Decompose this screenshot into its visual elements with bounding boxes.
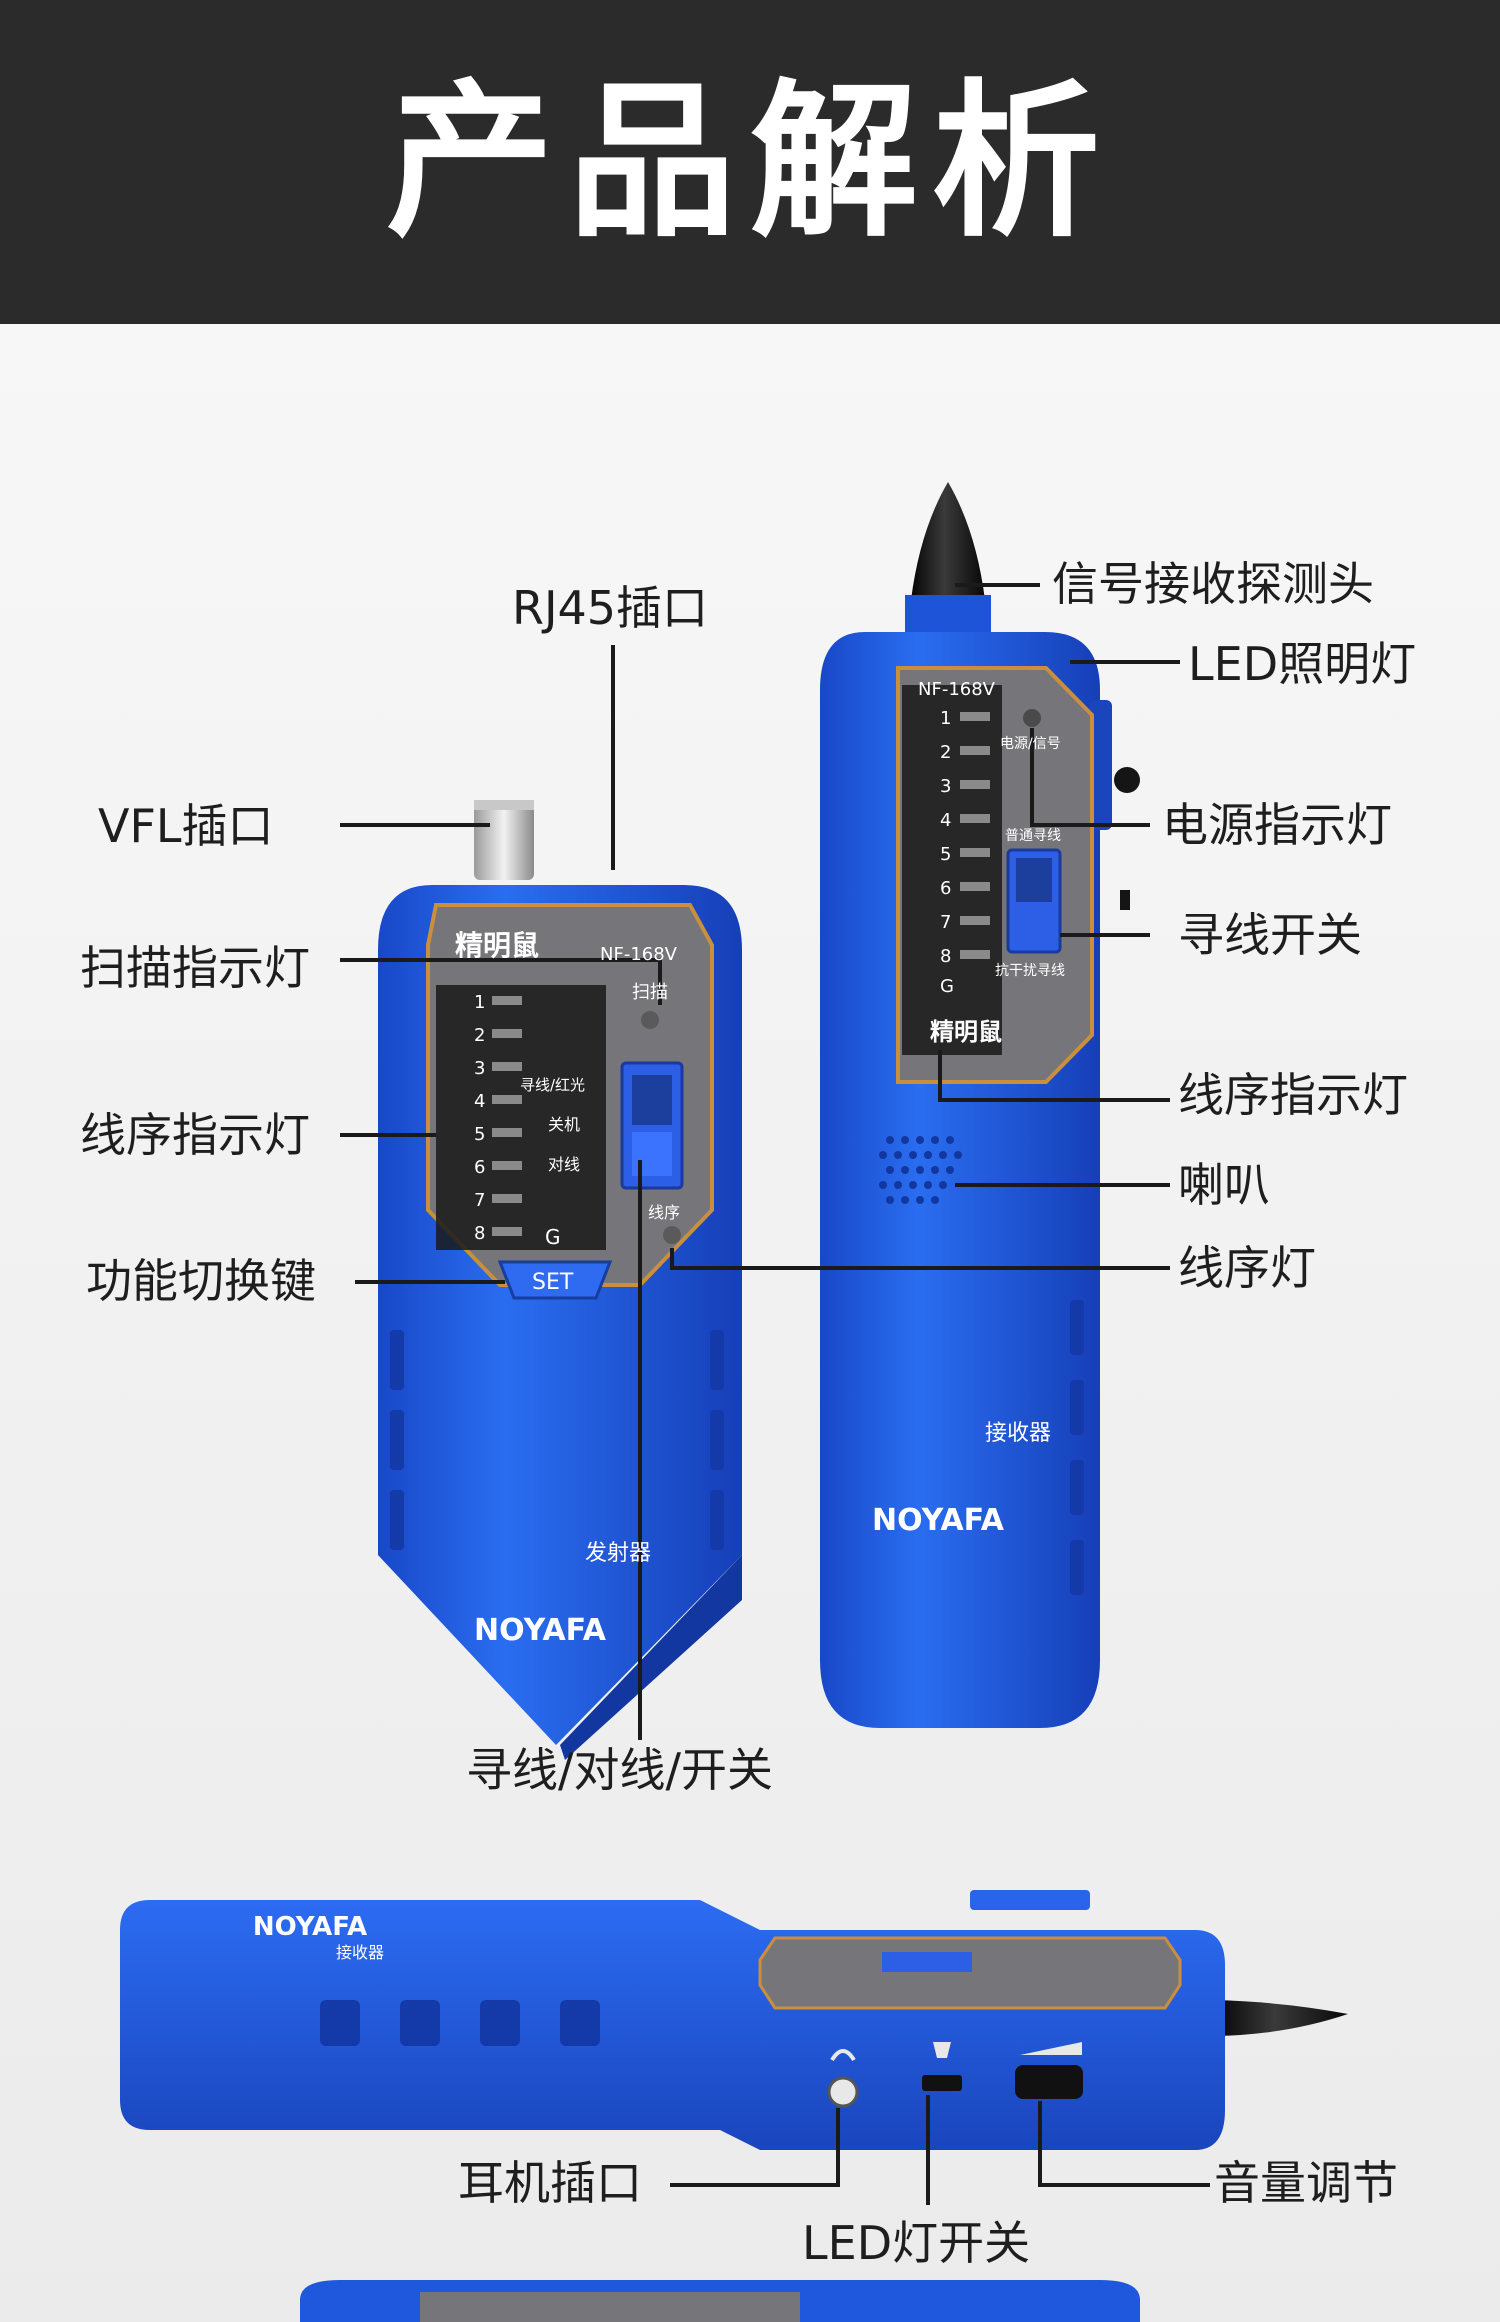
label-earphone-jack: 耳机插口 bbox=[458, 2156, 642, 2210]
receiver-pin-label: 7 bbox=[940, 912, 951, 933]
callout-lines bbox=[340, 583, 1210, 2205]
transmitter-switch-bottom-label: 对线 bbox=[548, 1155, 580, 1174]
header-banner: 产品解析 bbox=[0, 0, 1500, 324]
label-volume-control: 音量调节 bbox=[1214, 2156, 1398, 2210]
transmitter-pin-label: 5 bbox=[474, 1124, 485, 1145]
transmitter-pin-label: 1 bbox=[474, 992, 485, 1013]
label-speaker: 喇叭 bbox=[1178, 1158, 1270, 1212]
label-wire-order-lamp: 线序灯 bbox=[1178, 1241, 1316, 1295]
transmitter-grip-ribs bbox=[390, 1330, 724, 1550]
volume-wedge-icon bbox=[1020, 2042, 1082, 2055]
receiver-normal-trace-label: 普通寻线 bbox=[1005, 828, 1061, 844]
side-probe bbox=[1215, 2000, 1348, 2036]
transmitter-pin-label: 4 bbox=[474, 1091, 485, 1112]
flashlight-icon bbox=[933, 2042, 951, 2058]
receiver-power-signal-label: 电源/信号 bbox=[1000, 736, 1061, 752]
transmitter-type: 发射器 bbox=[585, 1541, 651, 1566]
transmitter-pin-label: 2 bbox=[474, 1025, 485, 1046]
transmitter-pin-leds bbox=[492, 996, 522, 1236]
label-signal-probe: 信号接收探测头 bbox=[1052, 557, 1374, 611]
scan-led-dot bbox=[641, 1011, 659, 1029]
label-power-indicator: 电源指示灯 bbox=[1162, 798, 1392, 852]
receiver-pin-label: 6 bbox=[940, 878, 951, 899]
label-scan-indicator: 扫描指示灯 bbox=[80, 941, 310, 995]
receiver-type: 接收器 bbox=[985, 1421, 1051, 1446]
transmitter-pin-label: 8 bbox=[474, 1223, 485, 1244]
receiver-pin-label: 4 bbox=[940, 810, 951, 831]
transmitter-switch-top-label: 寻线/红光 bbox=[520, 1076, 585, 1094]
transmitter-pin-label: 7 bbox=[474, 1190, 485, 1211]
bottom-partial-device bbox=[300, 2280, 1140, 2322]
transmitter-scan-label: 扫描 bbox=[632, 982, 668, 1003]
side-type: 接收器 bbox=[336, 1943, 384, 1962]
receiver-pin-label: 1 bbox=[940, 708, 951, 729]
side-brand: NOYAFA bbox=[253, 1912, 367, 1942]
transmitter-ground-label: G bbox=[545, 1225, 561, 1249]
receiver-led-window bbox=[902, 685, 1002, 1055]
page-title: 产品解析 bbox=[386, 64, 1114, 260]
label-function-key: 功能切换键 bbox=[86, 1254, 316, 1308]
receiver-pin-label: 5 bbox=[940, 844, 951, 865]
probe-tip bbox=[911, 482, 985, 600]
set-button bbox=[497, 1260, 613, 1300]
receiver-model: NF-168V bbox=[918, 679, 996, 700]
label-rj45-port: RJ45插口 bbox=[512, 581, 709, 635]
transmitter-led-window bbox=[436, 985, 606, 1250]
side-grip-ribs bbox=[320, 2000, 600, 2046]
label-wire-order-indicator-left: 线序指示灯 bbox=[80, 1108, 310, 1162]
label-trace-switch: 寻线开关 bbox=[1178, 908, 1362, 962]
transmitter-pin-label: 6 bbox=[474, 1157, 485, 1178]
receiver-pin-label: 3 bbox=[940, 776, 951, 797]
receiver-brand: NOYAFA bbox=[872, 1503, 1005, 1538]
label-led-switch: LED灯开关 bbox=[802, 2216, 1031, 2270]
volume-wheel bbox=[1015, 2065, 1083, 2099]
receiver-device bbox=[820, 482, 1140, 1728]
transmitter-wire-order-label: 线序 bbox=[648, 1203, 680, 1222]
side-panel bbox=[758, 1936, 1182, 2010]
receiver-ground-label: G bbox=[940, 976, 954, 997]
transmitter-brand: NOYAFA bbox=[474, 1613, 607, 1648]
receiver-logo: 精明鼠 bbox=[930, 1018, 1002, 1046]
receiver-pin-leds bbox=[960, 712, 990, 959]
receiver-anti-interference-label: 抗干扰寻线 bbox=[995, 963, 1065, 979]
vfl-port-cap bbox=[474, 800, 534, 880]
label-mode-switch: 寻线/对线/开关 bbox=[466, 1743, 773, 1797]
earphone-jack bbox=[827, 2076, 859, 2108]
receiver-pin-label: 2 bbox=[940, 742, 951, 763]
transmitter-pin-label: 3 bbox=[474, 1058, 485, 1079]
receiver-grip-ribs bbox=[1070, 1300, 1084, 1595]
led-switch-slot bbox=[922, 2075, 962, 2091]
transmitter-device bbox=[378, 800, 742, 1760]
label-led-light: LED照明灯 bbox=[1188, 637, 1417, 691]
transmitter-switch-mid-label: 关机 bbox=[548, 1115, 580, 1134]
receiver-side-view bbox=[120, 1890, 1348, 2150]
label-wire-order-indicator-right: 线序指示灯 bbox=[1178, 1068, 1408, 1122]
transmitter-logo: 精明鼠 bbox=[455, 929, 539, 962]
receiver-pin-label: 8 bbox=[940, 946, 951, 967]
headphone-icon bbox=[830, 2049, 856, 2062]
label-vfl-port: VFL插口 bbox=[98, 799, 274, 853]
power-led-dot bbox=[1023, 709, 1041, 727]
wire-order-led-dot bbox=[663, 1226, 681, 1244]
speaker-grille bbox=[879, 1136, 962, 1204]
transmitter-model: NF-168V bbox=[600, 944, 678, 965]
transmitter-set-label: SET bbox=[532, 1270, 574, 1295]
